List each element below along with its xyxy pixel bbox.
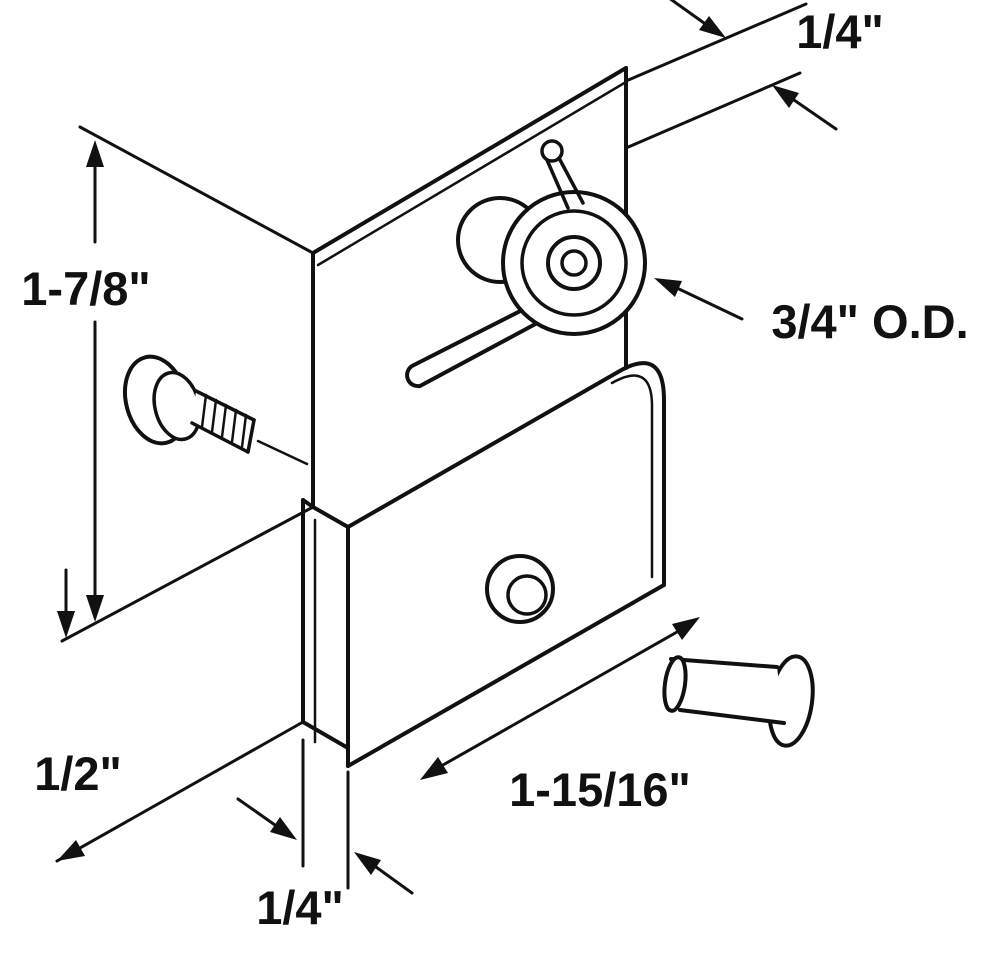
- dim-channel-depth: 1/2": [34, 505, 315, 863]
- roller-hub: [546, 235, 602, 291]
- arrowhead: [57, 611, 75, 638]
- roller-assembly: [405, 139, 647, 389]
- dim-label-plate-height: 1-7/8": [21, 262, 150, 315]
- screw-leader-line: [256, 439, 309, 466]
- retaining-clip: [540, 139, 585, 210]
- rivet-tip: [662, 655, 688, 713]
- arrowhead: [420, 757, 448, 780]
- arrowhead: [772, 85, 799, 108]
- mounting-plate: [311, 66, 628, 509]
- dim-label-top-thickness: 1/4": [796, 5, 884, 58]
- arrowhead: [270, 817, 297, 840]
- dim-label-bracket-width: 1-15/16": [509, 763, 691, 816]
- dim-label-channel-width: 1/4": [256, 881, 344, 934]
- arrowhead: [86, 595, 104, 622]
- dim-bracket-width: 1-15/16": [420, 617, 700, 816]
- arrowhead: [354, 852, 381, 875]
- arrowhead: [699, 16, 726, 38]
- dim-label-roller-od: 3/4" O.D.: [771, 295, 968, 348]
- rivet: [662, 654, 815, 748]
- channel-lip: [301, 498, 350, 750]
- dim-plate-height: 1-7/8": [21, 125, 315, 622]
- arrowhead: [672, 617, 700, 640]
- screw: [123, 354, 309, 466]
- dim-channel-width: 1/4": [236, 738, 414, 934]
- axle-hole: [560, 249, 588, 277]
- roller-arm: [405, 296, 556, 389]
- mounting-hole: [485, 554, 555, 624]
- arrowhead: [654, 278, 682, 297]
- arrowhead: [86, 140, 104, 167]
- screw-threads: [200, 393, 248, 449]
- dim-roller-od: 3/4" O.D.: [654, 278, 969, 348]
- arrowhead: [57, 840, 85, 861]
- dim-label-channel-depth: 1/2": [34, 747, 122, 800]
- dim-top-thickness: 1/4": [624, 0, 884, 150]
- bracket-body: [311, 361, 666, 768]
